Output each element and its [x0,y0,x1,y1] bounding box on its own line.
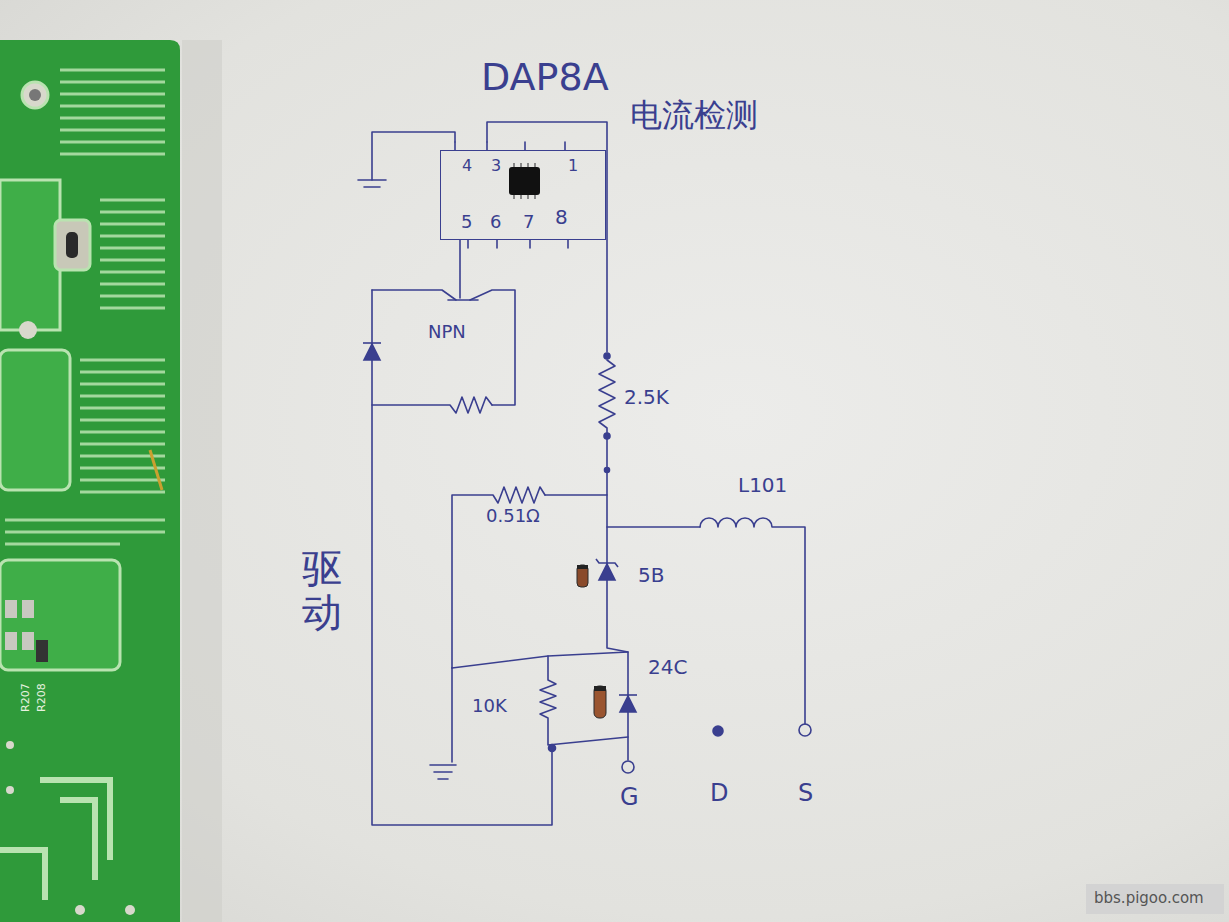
resistor-value: 2.5K [624,386,669,408]
diode-code: 5B [638,564,664,586]
pin-name: G [620,784,639,810]
chip-name: DAP8A [481,57,609,99]
chip-photo [509,163,540,199]
pin-number: 8 [555,206,568,228]
resistor-value: 0.51Ω [486,506,540,526]
diode-symbols [363,343,637,712]
diode-code: 24C [648,656,687,678]
pin-name: S [798,780,813,806]
pin-number: 1 [568,157,578,175]
pin-number: 4 [462,157,472,175]
pin-number: 5 [461,212,472,232]
watermark-ground [1086,884,1224,914]
pin-number: 7 [523,212,534,232]
circuit-wires [358,122,805,825]
pin-number: 6 [490,212,501,232]
part-name: L101 [738,474,787,496]
pin-number: 3 [491,157,501,175]
vertical-note: 驱动 [302,546,342,634]
junction-dots [549,353,812,773]
pcb-silkscreen: R207 [20,683,32,712]
transistor-type: NPN [428,322,466,342]
note-text: 电流检测 [630,98,758,133]
pcb-silkscreen: R208 [36,683,48,712]
glass-diode-photo [577,565,606,718]
pin-name: D [710,780,728,806]
resistor-value: 10K [472,696,507,716]
pcb-board [0,40,222,922]
watermark: bbs.pigoo.com [1094,890,1204,907]
